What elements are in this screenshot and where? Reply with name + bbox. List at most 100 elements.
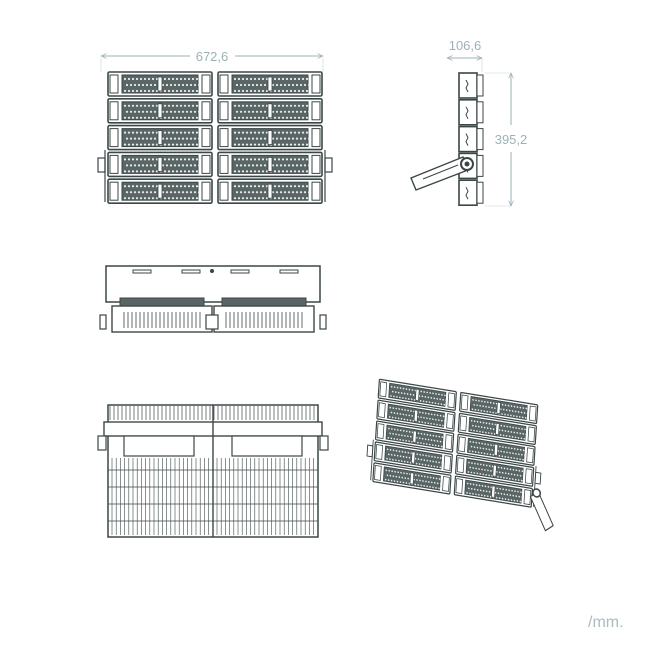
top-hole [210, 269, 214, 273]
led-dot [491, 449, 494, 451]
led-dot [405, 414, 408, 416]
led-dot [489, 453, 492, 456]
led-dot [509, 468, 512, 471]
led-dot [297, 116, 301, 119]
led-dot [237, 104, 241, 107]
led-dot [488, 474, 490, 477]
led-dot [133, 110, 137, 113]
led-dot [289, 77, 293, 81]
led-dot [147, 131, 151, 134]
led-dot [295, 83, 299, 87]
led-dot [273, 197, 277, 200]
led-dot [149, 137, 153, 140]
led-dot [501, 455, 504, 458]
led-dot [429, 476, 432, 479]
led-dot [514, 478, 517, 481]
led-dot [398, 433, 400, 436]
led-dot [482, 405, 484, 408]
led-dot [516, 457, 518, 460]
led-dot [245, 197, 249, 200]
led-dot [255, 137, 259, 140]
led-dot [509, 477, 511, 480]
module-end-cap [109, 128, 119, 148]
led-dot [520, 491, 522, 494]
led-dot [388, 427, 390, 430]
led-dot [287, 83, 291, 87]
led-dot [521, 416, 524, 419]
led-dot [281, 197, 285, 200]
led-dot [181, 191, 185, 194]
led-dot [307, 137, 311, 140]
led-dot [187, 158, 191, 161]
led-dot [275, 83, 279, 87]
led-dot [307, 110, 311, 113]
led-dot [303, 164, 307, 167]
led-dot [179, 77, 183, 81]
led-dot [419, 399, 422, 402]
led-dot [241, 170, 245, 173]
led-dot [489, 495, 492, 498]
led-dot [127, 131, 131, 134]
led-dot [275, 191, 279, 194]
led-dot [407, 409, 409, 412]
led-dot [273, 116, 277, 119]
module-end-cap [376, 423, 385, 440]
led-dot [471, 450, 474, 453]
led-dot [179, 158, 183, 161]
led-dot [522, 475, 525, 478]
led-dot [439, 483, 442, 485]
led-dot [265, 131, 269, 134]
led-dot [281, 170, 285, 173]
back-driver [123, 435, 195, 457]
led-dot [247, 110, 251, 113]
led-dot [189, 110, 193, 113]
led-dot [135, 158, 139, 161]
led-module [217, 178, 323, 204]
led-dot [403, 472, 405, 475]
led-dot [241, 197, 245, 200]
led-dot [183, 131, 187, 134]
led-dot [133, 164, 137, 167]
led-dot [139, 104, 143, 107]
led-dot [395, 433, 397, 436]
led-dot [386, 474, 389, 477]
led-dot [388, 469, 391, 472]
led-dot [237, 143, 241, 146]
led-dot [427, 438, 430, 441]
led-dot [183, 185, 187, 188]
led-dot [400, 418, 403, 420]
led-dot [285, 77, 289, 81]
led-dot [123, 116, 127, 119]
led-dot [293, 185, 297, 188]
led-dot [187, 104, 191, 107]
led-dot [513, 415, 515, 417]
led-dot [127, 104, 131, 107]
led-dot [153, 191, 157, 194]
led-dot [195, 104, 199, 107]
led-dot [396, 396, 398, 398]
led-dot [404, 451, 407, 454]
led-dot [307, 83, 311, 87]
led-dot [131, 185, 135, 188]
led-dot [396, 454, 399, 457]
led-dot [481, 468, 483, 471]
led-dot [518, 427, 520, 430]
led-dot [277, 77, 281, 81]
led-dot [499, 434, 502, 436]
led-dot [430, 439, 433, 442]
led-dot [484, 400, 486, 403]
led-dot [385, 469, 388, 472]
led-dot [420, 458, 423, 461]
led-dot [191, 104, 195, 107]
led-dot [513, 448, 516, 450]
led-dot [289, 104, 293, 107]
led-dot [489, 401, 492, 404]
led-dot [412, 394, 415, 396]
module-end-cap [109, 101, 119, 121]
module-end-cap [459, 415, 468, 432]
led-dot [501, 471, 504, 474]
led-dot [470, 445, 473, 448]
led-dot [410, 398, 413, 401]
led-dot [147, 197, 151, 200]
height-value: 395,2 [495, 132, 528, 147]
